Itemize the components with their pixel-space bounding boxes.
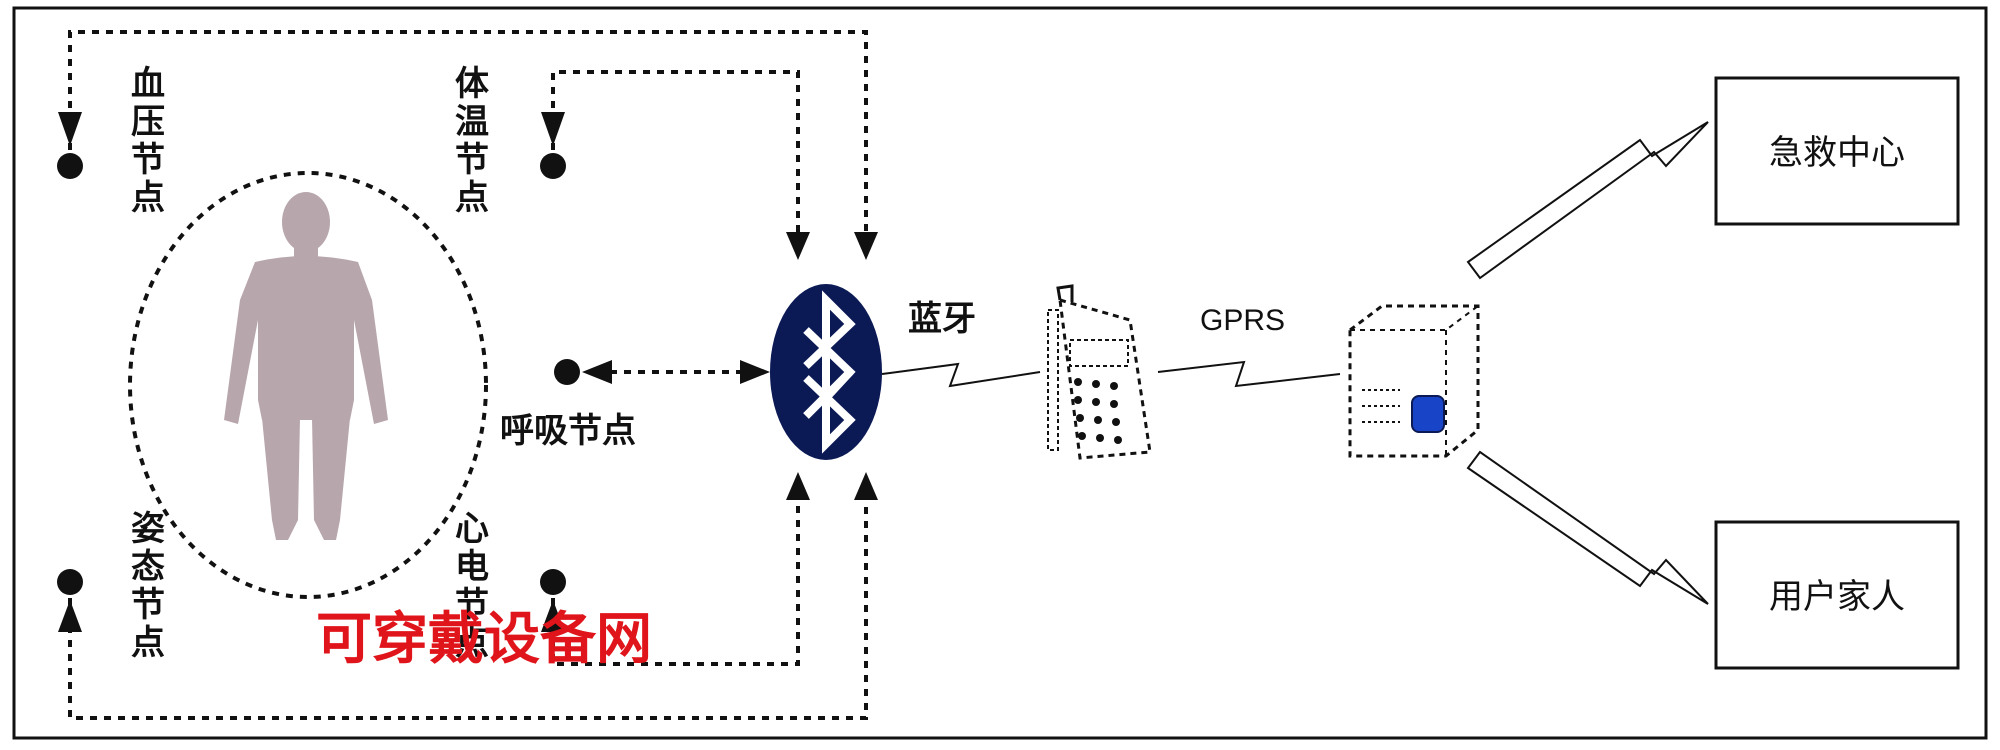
svg-text:心电节点: 心电节点 <box>455 509 489 663</box>
breathing-node-dot <box>554 359 580 385</box>
gprs-label: GPRS <box>1200 304 1285 337</box>
watermark-text: 可穿戴设备网 <box>316 607 652 672</box>
posture-arrow-head-bt <box>854 472 878 500</box>
human-body-icon <box>224 192 388 540</box>
label-char: 压 <box>131 102 165 142</box>
posture-node-label: 姿态节点 <box>131 509 165 663</box>
outer-frame <box>12 6 1988 740</box>
blood-pressure-node-dot <box>57 153 83 179</box>
label-char: 血 <box>131 64 165 104</box>
breathing-arrow-head-node <box>582 360 612 384</box>
temperature-node-label: 体温节点 <box>455 64 489 218</box>
temp-arrow-head-bt <box>786 232 810 260</box>
ecg-node-label: 心电节点 <box>455 509 489 663</box>
label-char: 点 <box>455 178 489 218</box>
ecg-arrow-head <box>541 600 565 632</box>
bluetooth-icon <box>770 284 882 460</box>
posture-arrow-head <box>58 600 82 632</box>
label-char: 态 <box>131 547 165 587</box>
bluetooth-label: 蓝牙 <box>908 299 976 339</box>
svg-text:体温节点: 体温节点 <box>455 64 489 218</box>
blood-pressure-node-label: 血压节点 <box>131 64 165 218</box>
server-icon <box>1348 304 1480 458</box>
arrow-to-emergency-center <box>1466 121 1709 280</box>
label-char: 节 <box>455 585 489 625</box>
label-char: 体 <box>455 64 489 104</box>
ecg-node-dot <box>540 569 566 595</box>
label-char: 节 <box>131 585 165 625</box>
body-area-ellipse <box>128 171 488 599</box>
label-char: 点 <box>455 623 489 663</box>
temp-link-path <box>551 70 800 238</box>
bluetooth-wireless-link <box>881 362 1041 388</box>
label-char: 点 <box>131 623 165 663</box>
emergency-center-box <box>1714 76 1960 226</box>
bp-link-path <box>68 30 868 238</box>
label-char: 节 <box>455 140 489 180</box>
bp-arrow-head-bt <box>854 232 878 260</box>
label-char: 电 <box>455 547 489 587</box>
label-char: 节 <box>131 140 165 180</box>
label-char: 温 <box>455 102 489 142</box>
svg-text:血压节点: 血压节点 <box>131 64 165 218</box>
emergency-center-label: 急救中心 <box>1769 133 1905 173</box>
gprs-wireless-link <box>1157 360 1341 388</box>
ecg-arrow-head-bt <box>786 472 810 500</box>
mobile-phone-icon <box>1047 284 1152 460</box>
bp-arrow-head <box>58 112 82 146</box>
posture-link-path <box>68 495 868 720</box>
breathing-node-label: 呼吸节点 <box>500 411 636 451</box>
label-char: 心 <box>455 509 489 549</box>
posture-node-dot <box>57 569 83 595</box>
svg-text:姿态节点: 姿态节点 <box>131 509 165 663</box>
temp-arrow-head <box>541 112 565 146</box>
arrow-to-family <box>1466 450 1709 605</box>
temperature-node-dot <box>540 153 566 179</box>
family-label: 用户家人 <box>1769 577 1905 617</box>
breathing-arrow-head-bt <box>740 360 770 384</box>
label-char: 姿 <box>131 509 165 549</box>
label-char: 点 <box>131 178 165 218</box>
family-box <box>1714 520 1960 670</box>
